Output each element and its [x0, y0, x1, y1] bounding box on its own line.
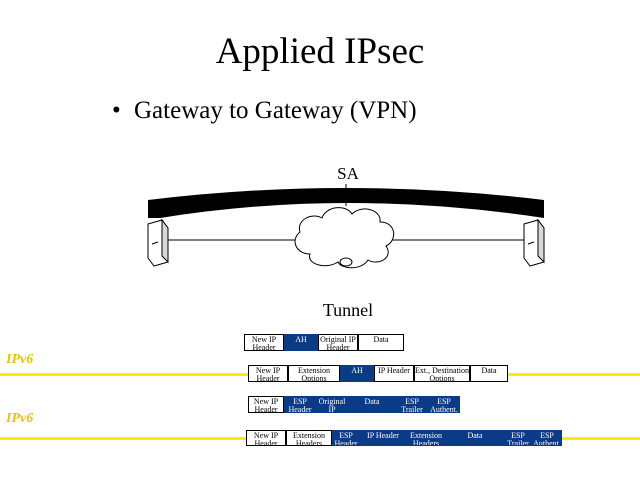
bullet-text: Gateway to Gateway (VPN) — [134, 97, 417, 124]
packet-row2-cell: Ext., Destination Options — [414, 365, 470, 382]
packet-row1-cell: AH — [284, 334, 318, 351]
packet-row4-cell: Extension Headers — [406, 430, 446, 446]
packet-row2-cell: IP Header — [374, 365, 414, 382]
packet-row1-cell: Original IP Header — [318, 334, 358, 351]
packet-row2-cell: New IP Header — [248, 365, 288, 382]
packet-row3-cell: ESP Authent. — [428, 396, 460, 413]
packet-row1-cell: Data — [358, 334, 404, 351]
packet-row4-cell: Data — [446, 430, 504, 446]
packet-row3-cell: Original IP Header — [316, 396, 348, 413]
tunnel-label: Tunnel — [323, 300, 373, 320]
packet-row4-cell: ESP Trailer — [504, 430, 532, 446]
packet-row4-cell: IP Header — [360, 430, 406, 446]
ipv6-label-2: IPv6 — [6, 411, 34, 426]
packet-row4-cell: New IP Header — [246, 430, 286, 446]
internet-cloud-icon — [294, 207, 395, 269]
packet-row4-cell: ESP Authent. — [532, 430, 562, 446]
bullet-item: • Gateway to Gateway (VPN) — [112, 95, 417, 127]
packet-row2-cell: AH — [340, 365, 374, 382]
packet-row2-cell: Extension Options — [288, 365, 340, 382]
packet-row3-cell: Data — [348, 396, 396, 413]
slide-title: Applied IPsec — [215, 31, 425, 72]
packet-row3-cell: ESP Trailer — [396, 396, 428, 413]
left-gateway-icon — [147, 218, 169, 267]
ipv6-label-1: IPv6 — [6, 352, 34, 367]
packet-row1-cell: New IP Header — [244, 334, 284, 351]
sa-label: SA — [337, 164, 359, 183]
packet-row4-cell: ESP Header — [332, 430, 360, 446]
packet-row2-cell: Data — [470, 365, 508, 382]
packet-row3-cell: ESP Header — [284, 396, 316, 413]
cloud-node-icon — [339, 257, 353, 267]
packet-row3-cell: New IP Header — [248, 396, 284, 413]
packet-row4-cell: Extension Headers — [286, 430, 332, 446]
bullet-dot-icon: • — [112, 97, 121, 124]
right-gateway-icon — [523, 218, 545, 267]
